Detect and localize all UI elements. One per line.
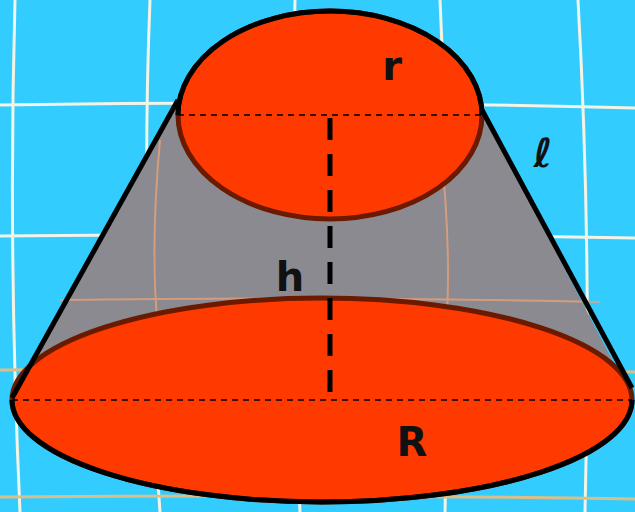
slant-edge — [12, 100, 178, 398]
top-ellipse — [178, 11, 482, 219]
dimension-label: r — [382, 46, 402, 86]
slant-edge — [482, 110, 632, 388]
dimension-label: ℓ — [534, 133, 553, 173]
dimension-label: h — [276, 257, 304, 297]
top-diameter — [178, 114, 482, 116]
top-outline — [178, 11, 482, 115]
base-outline — [12, 400, 632, 502]
height-line — [328, 118, 333, 400]
base-diameter — [12, 399, 632, 401]
dimension-label: R — [397, 422, 428, 462]
base-ellipse — [12, 298, 632, 502]
